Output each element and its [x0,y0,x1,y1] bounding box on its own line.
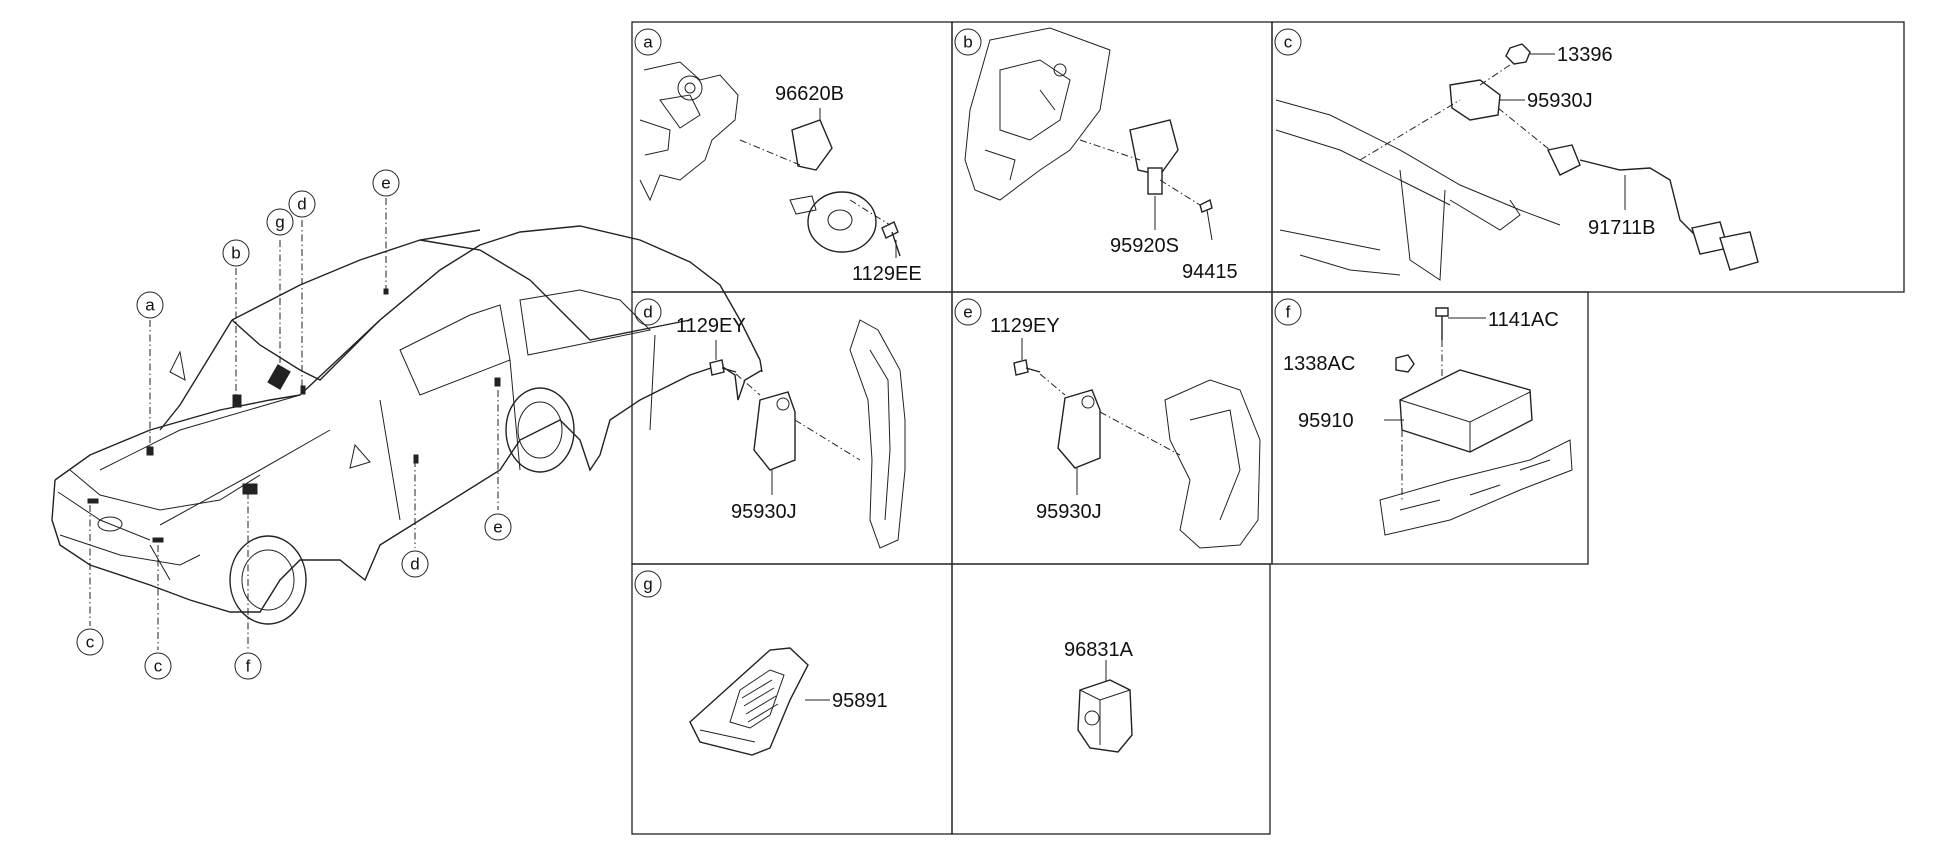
svg-text:a: a [145,296,155,315]
part-1141AC: 1141AC [1488,309,1559,331]
panel-e-letter: e [963,303,972,322]
part-95930J-d: 95930J [731,501,797,523]
part-95891: 95891 [832,690,888,712]
panel-c-letter: c [1284,33,1293,52]
part-96831A: 96831A [1064,639,1134,661]
panel-a: a 96620B 1129EE [634,28,922,285]
panel-g: g 95891 [634,570,888,756]
part-13396: 13396 [1557,44,1613,66]
panel-f-letter: f [1286,303,1291,322]
callout-d-lower: d [401,550,429,578]
part-96620B: 96620B [775,83,844,105]
callout-e: e [372,169,400,197]
part-91711B: 91711B [1588,217,1655,239]
part-95920S: 95920S [1110,235,1179,257]
part-95910: 95910 [1298,410,1354,432]
svg-text:d: d [297,195,306,214]
part-1129EY-d: 1129EY [676,315,746,337]
callout-d: d [288,190,316,218]
panel-h: 96831A [1064,639,1134,753]
part-1338AC: 1338AC [1283,353,1355,375]
part-95930J-e: 95930J [1036,501,1102,523]
callout-c-left: c [76,628,104,656]
callout-c-right: c [144,652,172,680]
svg-text:e: e [381,174,390,193]
panel-a-letter: a [643,33,653,52]
svg-text:e: e [493,518,502,537]
panel-c: c 13396 95930J 91711B [1274,28,1759,281]
svg-text:c: c [86,633,95,652]
overview-callouts: a b g d e c c f d e [76,169,512,680]
panel-d-letter: d [643,303,652,322]
panel-grid [631,21,1905,835]
svg-text:c: c [154,657,163,676]
panel-b-letter: b [963,33,972,52]
callout-e-lower: e [484,513,512,541]
svg-text:g: g [275,213,284,232]
svg-text:b: b [231,244,240,263]
overview-leader-lines [89,198,499,650]
svg-text:f: f [246,657,251,676]
part-1129EY-e: 1129EY [990,315,1060,337]
svg-text:d: d [410,555,419,574]
panel-e: e 1129EY 95930J [954,298,1261,549]
panel-f: f 1141AC 1338AC 95910 [1274,298,1573,536]
callout-a: a [136,291,164,319]
part-94415: 94415 [1182,261,1238,283]
part-95930J: 95930J [1527,90,1593,112]
callout-b: b [222,239,250,267]
panel-g-letter: g [643,575,652,594]
panel-b: b 95920S 94415 [954,27,1238,283]
callout-f: f [234,652,262,680]
part-1129EE: 1129EE [852,263,922,285]
callout-g: g [266,208,294,236]
panel-d: d 1129EY 95930J [634,298,906,549]
car-overview [51,225,763,625]
